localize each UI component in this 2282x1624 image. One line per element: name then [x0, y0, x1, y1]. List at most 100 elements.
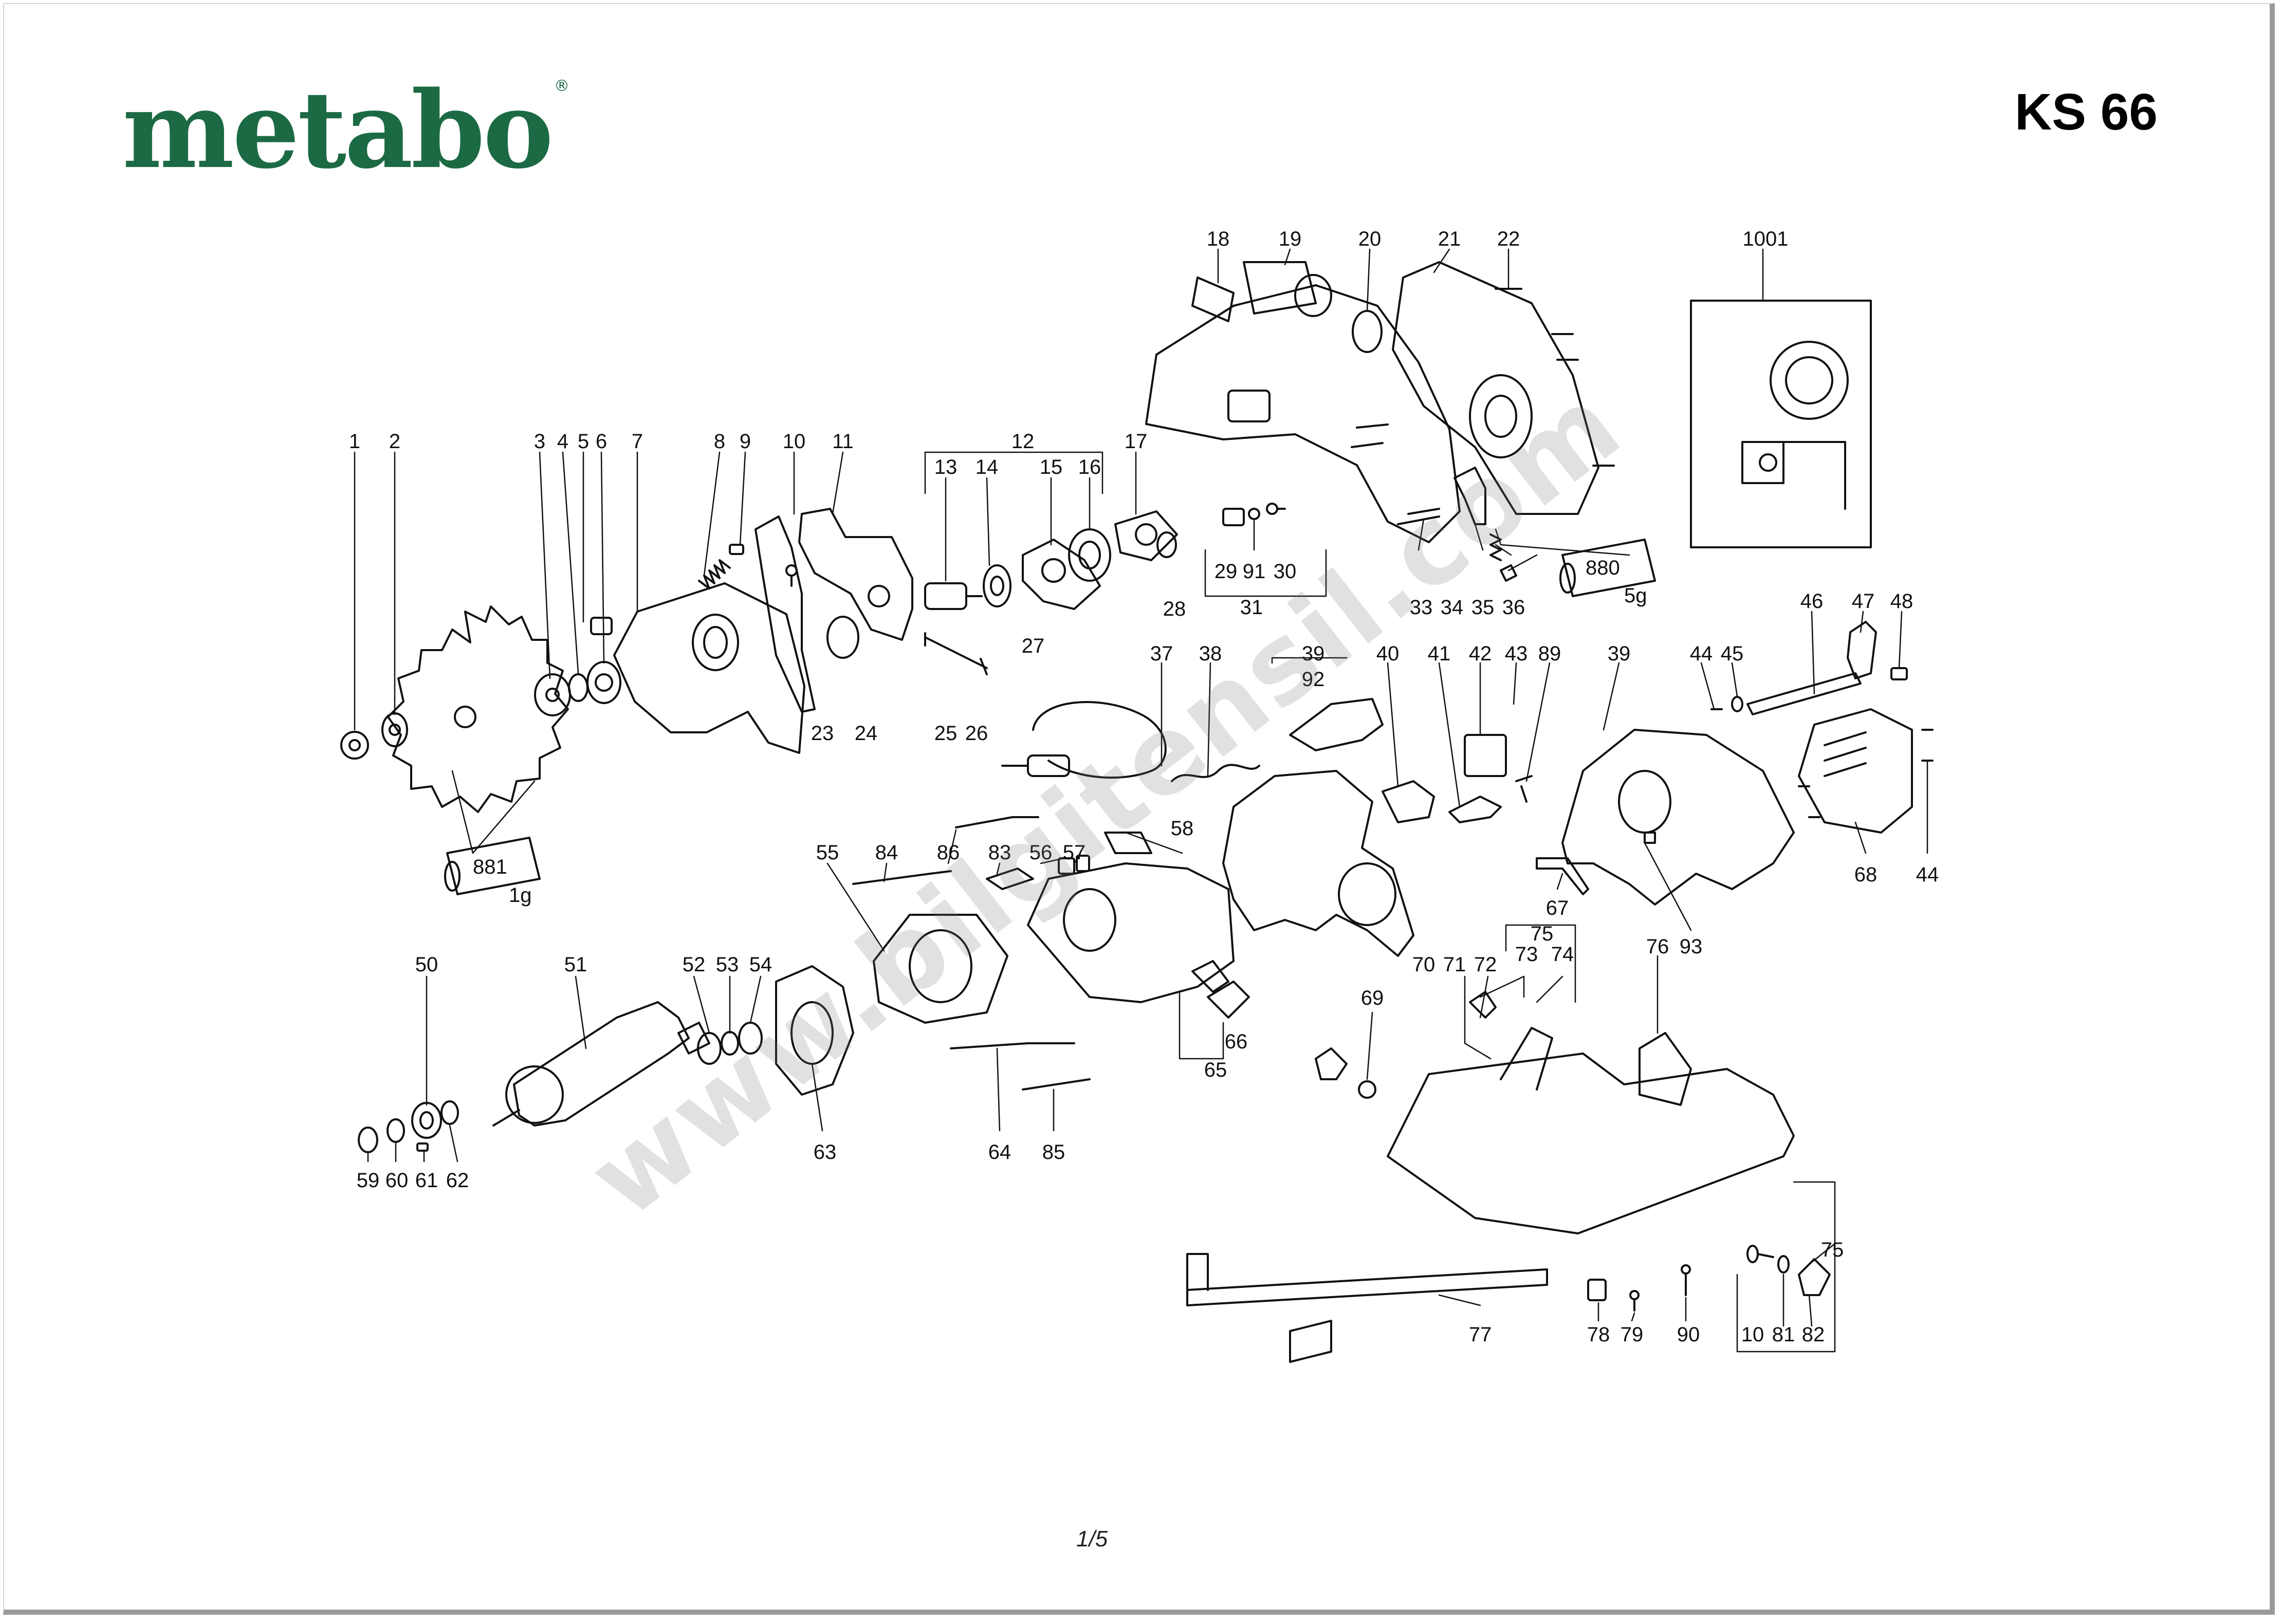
capacitor-part-89 — [1515, 775, 1533, 803]
part-label-38: 38 — [1199, 642, 1222, 665]
armature-part-51 — [492, 1001, 710, 1127]
part-label-76: 76 — [1646, 935, 1669, 958]
bracket-part-11 — [798, 508, 913, 641]
label-plate-part-18 — [1191, 276, 1235, 322]
brush-holder-part-58 — [1104, 832, 1152, 854]
screws-part-44 — [1710, 708, 1934, 818]
part-label-70: 70 — [1412, 953, 1436, 976]
cover-plate-part-17 — [1114, 510, 1178, 561]
nut-part-59 — [358, 1127, 378, 1153]
part-label-34: 34 — [1441, 596, 1464, 619]
part-label-67: 67 — [1546, 897, 1569, 919]
screws-part-22 — [1351, 288, 1615, 467]
part-label-8: 8 — [714, 430, 725, 453]
switch-part-40 — [1382, 780, 1435, 823]
part-label-52: 52 — [683, 953, 706, 976]
dust-tube-part-19 — [1243, 261, 1332, 317]
part-label-2: 2 — [389, 430, 400, 453]
part-label-93: 93 — [1680, 935, 1703, 958]
part-label-10: 10 — [783, 430, 806, 453]
handle-shell — [1222, 770, 1414, 957]
part-label-69: 69 — [1361, 987, 1384, 1009]
grease-code-880: 880 — [1586, 557, 1620, 579]
part-label-12: 12 — [1011, 430, 1035, 453]
bearing-part-50 — [411, 1102, 442, 1139]
part-label-31: 31 — [1240, 596, 1263, 619]
part-label-27: 27 — [1022, 635, 1045, 657]
part-label-19: 19 — [1279, 228, 1302, 250]
switch-block-part-42 — [1464, 734, 1507, 777]
part-label-55: 55 — [816, 841, 839, 864]
part-label-75a: 75 — [1531, 922, 1554, 945]
lower-blade-guard — [613, 582, 805, 754]
part-label-44a: 44 — [1690, 642, 1713, 665]
part-label-5: 5 — [578, 430, 589, 453]
part-label-75b: 75 — [1821, 1239, 1844, 1261]
registered-mark: ® — [554, 77, 569, 95]
page-frame — [3, 3, 2275, 1615]
part-label-11: 11 — [832, 430, 854, 453]
bevel-knob-part-72 — [1469, 991, 1497, 1019]
part-label-22: 22 — [1497, 228, 1520, 250]
part-label-23: 23 — [811, 722, 834, 745]
rod-part-46 — [1746, 672, 1862, 715]
carbon-brush-part-56 — [1058, 857, 1075, 875]
screw-part-90 — [1681, 1264, 1691, 1296]
washer-part-81 — [1777, 1255, 1790, 1274]
part-label-3: 3 — [534, 430, 545, 453]
flange-part-2 — [381, 712, 408, 747]
part-label-40: 40 — [1376, 642, 1400, 665]
ring-part-62 — [440, 1100, 459, 1125]
motor-housing-part-39 — [1561, 729, 1795, 906]
part-label-20: 20 — [1358, 228, 1382, 250]
washer-part-3 — [534, 673, 571, 716]
part-label-44b: 44 — [1916, 863, 1939, 886]
screw-part-79 — [1629, 1290, 1640, 1312]
part-label-1: 1 — [349, 430, 360, 453]
part-label-85: 85 — [1042, 1141, 1065, 1164]
part-label-89: 89 — [1538, 642, 1561, 665]
wire-clip-part-41 — [1448, 796, 1502, 823]
saw-blade — [387, 605, 569, 813]
part-label-91: 91 — [1243, 560, 1266, 583]
pin-part-69 — [1315, 1047, 1376, 1099]
nut-part-36 — [1500, 564, 1517, 582]
spring-part-8 — [698, 559, 731, 589]
part-label-15: 15 — [1040, 456, 1063, 478]
part-label-73: 73 — [1515, 943, 1538, 966]
part-label-46: 46 — [1800, 590, 1824, 613]
key-part-61 — [416, 1142, 429, 1152]
part-label-53: 53 — [716, 953, 739, 976]
part-label-37: 37 — [1150, 642, 1173, 665]
part-label-29: 29 — [1214, 560, 1238, 583]
part-label-83: 83 — [988, 841, 1011, 864]
model-title: KS 66 — [2015, 83, 2158, 141]
part-label-81: 81 — [1772, 1323, 1795, 1346]
grease-amount-5g: 5g — [1624, 584, 1647, 607]
part-label-64: 64 — [988, 1141, 1011, 1164]
screw-part-30 — [1266, 503, 1286, 515]
wire-part-84 — [852, 870, 952, 885]
part-label-54: 54 — [749, 953, 772, 976]
part-label-47: 47 — [1852, 590, 1875, 613]
part-label-41: 41 — [1428, 642, 1451, 665]
link-part-25 — [924, 632, 988, 675]
part-label-51: 51 — [564, 953, 587, 976]
brand-logo: metabo — [122, 68, 554, 192]
part-label-78: 78 — [1587, 1323, 1610, 1346]
part-label-57: 57 — [1063, 841, 1086, 864]
flange-nut-part-1 — [340, 731, 369, 760]
lever-part-9 — [754, 515, 816, 713]
part-label-61: 61 — [415, 1169, 438, 1192]
part-label-36: 36 — [1502, 596, 1525, 619]
part-label-13: 13 — [934, 456, 958, 478]
part-label-42: 42 — [1469, 642, 1492, 665]
part-label-74: 74 — [1551, 943, 1574, 966]
clamp-part-78 — [1587, 1279, 1607, 1301]
part-label-59: 59 — [357, 1169, 380, 1192]
part-label-39a: 39 — [1302, 642, 1325, 665]
knob-part-82 — [1798, 1258, 1831, 1296]
part-label-79: 79 — [1621, 1323, 1644, 1346]
part-label-58: 58 — [1171, 817, 1194, 840]
clamp-part-29 — [1222, 508, 1245, 526]
